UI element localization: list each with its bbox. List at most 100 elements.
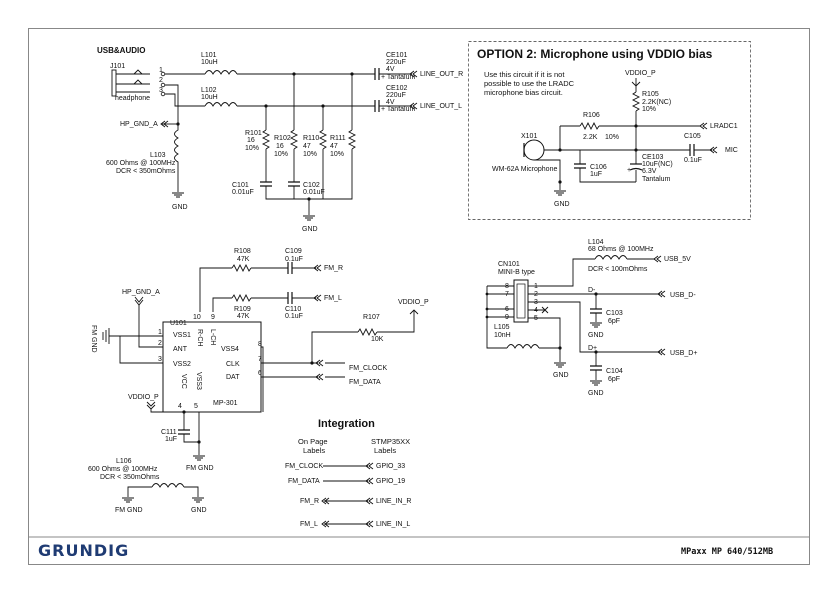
r109-ref: R109: [234, 306, 251, 313]
x101-ref: X101: [521, 133, 537, 140]
c109-value: 0.1uF: [285, 256, 303, 263]
r111-ref: R111: [330, 135, 346, 142]
c101-capacitor-icon: [260, 181, 272, 187]
l101-ref: L101: [201, 52, 217, 59]
ce101-value1: 220uF: [386, 59, 406, 66]
cn101-left-pin-7: 7: [505, 291, 509, 298]
l106-value1: 600 Ohms @ 100MHz: [88, 466, 158, 473]
r105-value1: 2.2K(NC): [642, 99, 671, 106]
c102-value: 0.01uF: [303, 189, 325, 196]
u101-pin-num-10: 10: [193, 314, 201, 321]
fm-hp-gnd-a-label: HP_GND_A: [122, 289, 160, 296]
usb-5v-label: USB_5V: [664, 256, 691, 263]
ce103-value2: 6.3V: [642, 168, 657, 175]
r109-value: 47K: [237, 313, 250, 320]
u101-pin-ant: ANT: [173, 346, 188, 353]
ce102-ref: CE102: [386, 85, 408, 92]
c103-value: 6pF: [608, 318, 620, 325]
usb-audio-title: USB&AUDIO: [97, 46, 145, 55]
r108-ref: R108: [234, 248, 251, 255]
r111-value1: 47: [330, 143, 338, 150]
r108-resistor-icon: [231, 263, 252, 273]
l104-ref: L104: [588, 239, 604, 246]
r105-value2: 10%: [642, 106, 656, 113]
c103-ref: C103: [606, 310, 623, 317]
u101-pin-dat: DAT: [226, 374, 240, 381]
integration-row-right: GPIO_19: [376, 478, 405, 485]
j101-value: headphone: [115, 95, 150, 102]
r101-ref: R101: [245, 130, 262, 137]
hp-gnd-a-label: HP_GND_A: [120, 121, 158, 128]
cn101-left-pin-9: 9: [505, 314, 509, 321]
c105-value: 0.1uF: [684, 157, 702, 164]
option2-gnd-label: GND: [554, 201, 570, 208]
fm-r-label: FM_R: [324, 265, 343, 272]
l106-fm-gnd-label: FM GND: [115, 507, 143, 514]
fm-gnd-label: FM GND: [186, 465, 214, 472]
u101-pin-num-3: 3: [158, 356, 162, 363]
integration-row-left: FM_CLOCK: [285, 463, 323, 470]
c104-ref: C104: [606, 368, 623, 375]
page-border: [28, 28, 810, 565]
l103-inductor-icon: [174, 124, 179, 192]
r110-ref: R110: [303, 135, 319, 142]
cn101-ref: CN101: [498, 261, 520, 268]
u101-pin-clk: CLK: [226, 361, 240, 368]
r101-value1: 16: [247, 137, 255, 144]
u101-pin-vss2: VSS2: [173, 361, 191, 368]
r106-ref: R106: [583, 112, 600, 119]
fm-l-label: FM_L: [324, 295, 342, 302]
cn101-left-pin-8: 8: [505, 283, 509, 290]
option2-note-1: Use this circuit if it is not: [484, 70, 565, 79]
headphone-jack-icon: [111, 69, 117, 97]
usb-mini-b-connector: [513, 279, 529, 323]
r102-ref: R102: [274, 135, 291, 142]
c105-capacitor-icon: [689, 144, 695, 156]
u101-part: MP-301: [213, 400, 238, 407]
j101-ref: J101: [110, 63, 125, 70]
c111-capacitor-icon: [178, 429, 190, 435]
integration-row-left: FM_R: [300, 498, 319, 505]
l106-value2: DCR < 350mOhms: [100, 474, 160, 481]
j101-pin-2: 2: [159, 77, 163, 84]
l106-ref: L106: [116, 458, 132, 465]
cn101-right-pin-1: 1: [534, 283, 538, 290]
u101-pin-num-7: 7: [258, 356, 262, 363]
r101-value2: 10%: [245, 145, 259, 152]
u101-pin-num-4: 4: [178, 403, 182, 410]
r107-resistor-icon: [357, 327, 378, 337]
u101-pin-num-5: 5: [194, 403, 198, 410]
fm-gnd-vertical-label: FM GND: [90, 325, 97, 353]
r102-resistor-icon: [289, 129, 299, 150]
l105-inductor-icon: [506, 344, 540, 349]
l105-value: 10nH: [494, 332, 511, 339]
cn101-right-pin-4: 4: [534, 307, 538, 314]
u101-pin-num-9: 9: [211, 314, 215, 321]
j101-pin-1: 1: [159, 67, 163, 74]
l106-inductor-icon: [151, 483, 185, 488]
c106-capacitor-icon: [574, 163, 586, 169]
l106-gnd-label: GND: [191, 507, 207, 514]
fm-section: R108 47K FM_R C109 0.1uF FM_L R109 47K C…: [88, 248, 429, 514]
integration-row-right: GPIO_33: [376, 463, 405, 470]
c111-ref: C111: [161, 429, 177, 436]
fm-clock-label: FM_CLOCK: [349, 365, 387, 372]
r111-value2: 10%: [330, 151, 344, 158]
u101-pin-rch: R-CH: [196, 329, 203, 347]
c103-capacitor-icon: [590, 308, 602, 314]
r106-value2: 10%: [605, 134, 619, 141]
usb-dminus-label: USB_D-: [670, 292, 696, 299]
option2-vddio-label: VDDIO_P: [625, 70, 656, 77]
u101-pin-vss1: VSS1: [173, 332, 191, 339]
cn101-right-pin-3: 3: [534, 299, 538, 306]
ce101-value2: 4V: [386, 66, 395, 73]
u101-pin-num-1: 1: [158, 329, 162, 336]
ce101-value3: + Tantalum: [381, 74, 415, 81]
l104-inductor-icon: [594, 255, 628, 260]
line-out-r-label: LINE_OUT_R: [420, 71, 463, 78]
gnd-label-l103: GND: [172, 204, 188, 211]
ce101-capacitor-icon: [374, 68, 380, 80]
integration-col1-header-2: Labels: [303, 446, 325, 455]
l103-ref: L103: [150, 152, 166, 159]
